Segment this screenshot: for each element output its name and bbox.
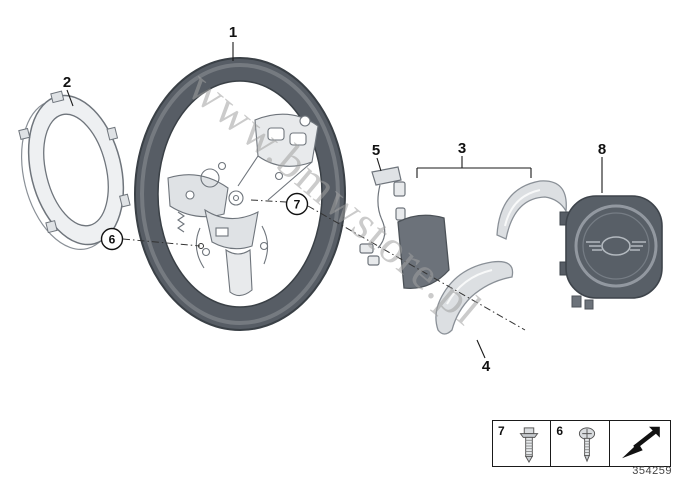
leader-lines xyxy=(66,42,603,359)
callout-8: 8 xyxy=(598,141,606,158)
screw-point xyxy=(198,243,204,249)
steering-wheel xyxy=(134,57,346,331)
callout-1: 1 xyxy=(229,24,237,41)
trim-cover-lower xyxy=(435,260,514,335)
callout-2: 2 xyxy=(63,74,71,91)
legend-arrow-box xyxy=(608,420,671,467)
callout-4: 4 xyxy=(482,358,491,375)
callout-6-label: 6 xyxy=(109,233,116,247)
trim-ring xyxy=(18,90,131,250)
legend-item-6-label: 6 xyxy=(556,424,564,438)
mini-wings-logo xyxy=(586,236,646,256)
callout-7-label: 7 xyxy=(294,198,301,212)
fastener-legend: 7 6 xyxy=(492,420,671,467)
legend-item-7-label: 7 xyxy=(498,424,505,438)
callout-7-circled: 7 xyxy=(285,192,309,216)
cross-reference-arrow-icon xyxy=(621,426,660,459)
oval-head-screw-icon xyxy=(579,427,596,463)
hex-flange-screw-icon xyxy=(519,427,539,464)
callout-5: 5 xyxy=(372,142,380,159)
cable-harness xyxy=(359,166,406,266)
callout-6-circled: 6 xyxy=(100,227,124,251)
legend-item-6: 6 xyxy=(550,420,611,467)
assembly-axis-lines xyxy=(122,199,526,331)
trim-panel xyxy=(397,214,450,290)
callout-3: 3 xyxy=(458,140,466,157)
trim-cover-upper xyxy=(496,180,567,240)
diagram-number: 354259 xyxy=(632,465,672,477)
steering-wheel-hub xyxy=(167,113,319,297)
airbag-module xyxy=(559,195,663,310)
legend-item-7: 7 xyxy=(492,420,552,467)
